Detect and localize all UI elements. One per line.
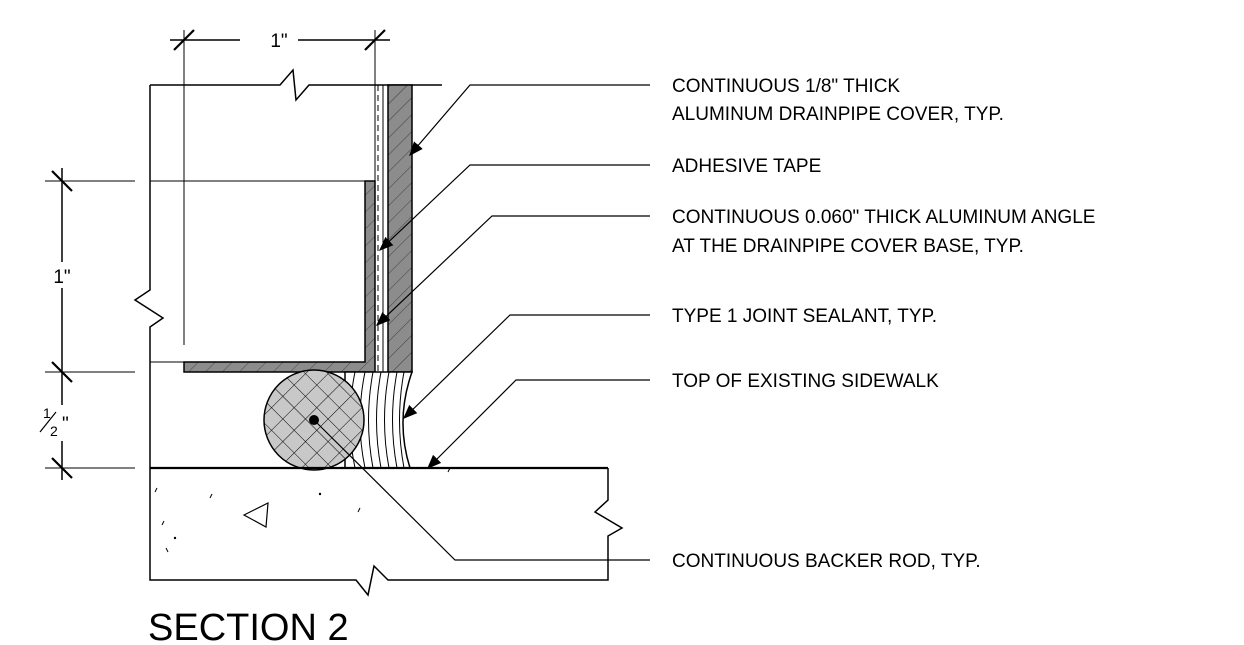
section-title: SECTION 2 (148, 607, 349, 645)
half-unit: " (62, 414, 69, 435)
callout-backer-rod: CONTINUOUS BACKER ROD, TYP. (672, 551, 981, 572)
leaders (313, 84, 650, 561)
callout-tape: ADHESIVE TAPE (672, 156, 821, 177)
top-dimension: 1" (170, 26, 390, 370)
aluminum-angle (183, 180, 376, 373)
left-dimension-label: 1" (53, 267, 70, 288)
drainpipe-cover (377, 84, 413, 373)
callouts: CONTINUOUS 1/8" THICK ALUMINUM DRAINPIPE… (672, 76, 1095, 572)
callout-sealant: TYPE 1 JOINT SEALANT, TYP. (672, 306, 937, 327)
wall-outline (133, 68, 442, 468)
callout-cover-line-2: ALUMINUM DRAINPIPE COVER, TYP. (672, 104, 1004, 125)
left-dimension: 1" 1 2 " (35, 168, 135, 480)
half-numerator: 1 (43, 405, 51, 421)
callout-sidewalk: TOP OF EXISTING SIDEWALK (672, 371, 939, 392)
top-dimension-label: 1" (270, 31, 287, 52)
half-denominator: 2 (50, 423, 58, 439)
callout-angle-line-1: CONTINUOUS 0.060" THICK ALUMINUM ANGLE (672, 207, 1095, 228)
joint-sealant (344, 371, 414, 469)
existing-sidewalk (149, 466, 624, 597)
callout-angle-line-2: AT THE DRAINPIPE COVER BASE, TYP. (672, 236, 1024, 257)
callout-cover-line-1: CONTINUOUS 1/8" THICK (672, 76, 900, 97)
